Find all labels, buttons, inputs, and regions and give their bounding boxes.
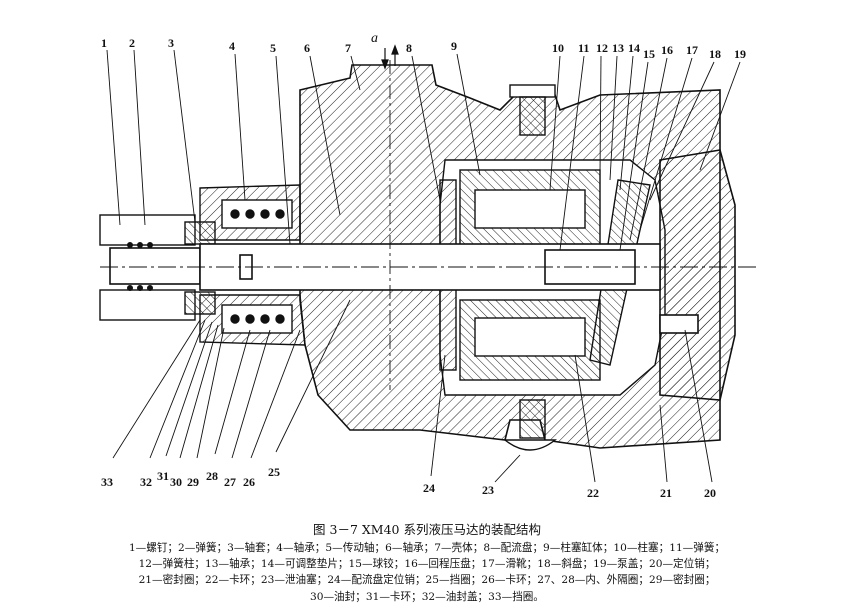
callout-label: 25 bbox=[268, 465, 280, 479]
callout-label: 11 bbox=[578, 41, 589, 55]
top-leader-lines bbox=[106, 49, 741, 251]
figure-caption: 图 3－7 XM40 系列液压马达的装配结构 bbox=[313, 522, 541, 537]
legend-line: 21—密封圈；22—卡环；23—泄油塞；24—配流盘定位销；25—挡圈；26—卡… bbox=[138, 574, 716, 587]
callout-label: 3 bbox=[168, 36, 174, 50]
callout-label: 21 bbox=[660, 486, 672, 500]
callout-label: 9 bbox=[451, 39, 457, 53]
bottom-leader-lines bbox=[112, 299, 713, 483]
callout-label: 7 bbox=[345, 41, 351, 55]
legend-line: 30—油封；31—卡环；32—油封盖；33—挡圈。 bbox=[309, 590, 544, 603]
callout-label: 8 bbox=[406, 41, 412, 55]
drain-plug-bottom bbox=[503, 399, 557, 451]
top-callout-labels: 1 2 3 4 5 6 7 8 9 10 11 12 13 14 15 16 1… bbox=[101, 36, 746, 61]
callout-label: 15 bbox=[643, 47, 655, 61]
flow-arrow bbox=[381, 44, 399, 70]
callout-label: 12 bbox=[596, 41, 608, 55]
drain-plug-top bbox=[509, 84, 556, 136]
callout-label: 10 bbox=[552, 41, 564, 55]
callout-label: 18 bbox=[709, 47, 721, 61]
flow-marker-label: a bbox=[371, 31, 378, 46]
motor-assembly-drawing: a 1 2 3 4 5 6 7 8 9 10 11 12 13 14 15 16… bbox=[99, 31, 760, 500]
legend-line: 12—弹簧柱；13—轴承；14—可调整垫片；15—球铰；16—回程压盘；17—滑… bbox=[138, 558, 716, 571]
callout-label: 27 bbox=[224, 475, 236, 489]
callout-label: 28 bbox=[206, 469, 218, 483]
callout-label: 26 bbox=[243, 475, 255, 489]
callout-label: 22 bbox=[587, 486, 599, 500]
callout-label: 23 bbox=[482, 483, 494, 497]
callout-label: 5 bbox=[270, 41, 276, 55]
callout-label: 32 bbox=[140, 475, 152, 489]
parts-legend: 1—螺钉；2—弹簧；3—轴套；4—轴承；5—传动轴；6—轴承；7—壳体；8—配流… bbox=[4, 540, 850, 605]
callout-label: 4 bbox=[229, 39, 235, 53]
callout-label: 6 bbox=[304, 41, 310, 55]
bottom-callout-labels: 33 32 31 30 29 28 27 26 25 24 23 22 21 2… bbox=[101, 465, 716, 500]
callout-label: 24 bbox=[423, 481, 435, 495]
callout-label: 30 bbox=[170, 475, 182, 489]
callout-label: 13 bbox=[612, 41, 624, 55]
shaft-sleeve bbox=[99, 214, 216, 321]
callout-label: 20 bbox=[704, 486, 716, 500]
callout-label: 14 bbox=[628, 41, 640, 55]
end-cover bbox=[659, 149, 736, 401]
callout-label: 17 bbox=[686, 43, 698, 57]
callout-label: 31 bbox=[157, 469, 169, 483]
callout-label: 19 bbox=[734, 47, 746, 61]
legend-line: 1—螺钉；2—弹簧；3—轴套；4—轴承；5—传动轴；6—轴承；7—壳体；8—配流… bbox=[128, 542, 726, 554]
callout-label: 2 bbox=[129, 36, 135, 50]
callout-label: 1 bbox=[101, 36, 107, 50]
callout-label: 16 bbox=[661, 43, 673, 57]
sleeve-spring bbox=[127, 242, 153, 291]
bearing-housing bbox=[199, 184, 306, 346]
callout-label: 33 bbox=[101, 475, 113, 489]
callout-label: 29 bbox=[187, 475, 199, 489]
